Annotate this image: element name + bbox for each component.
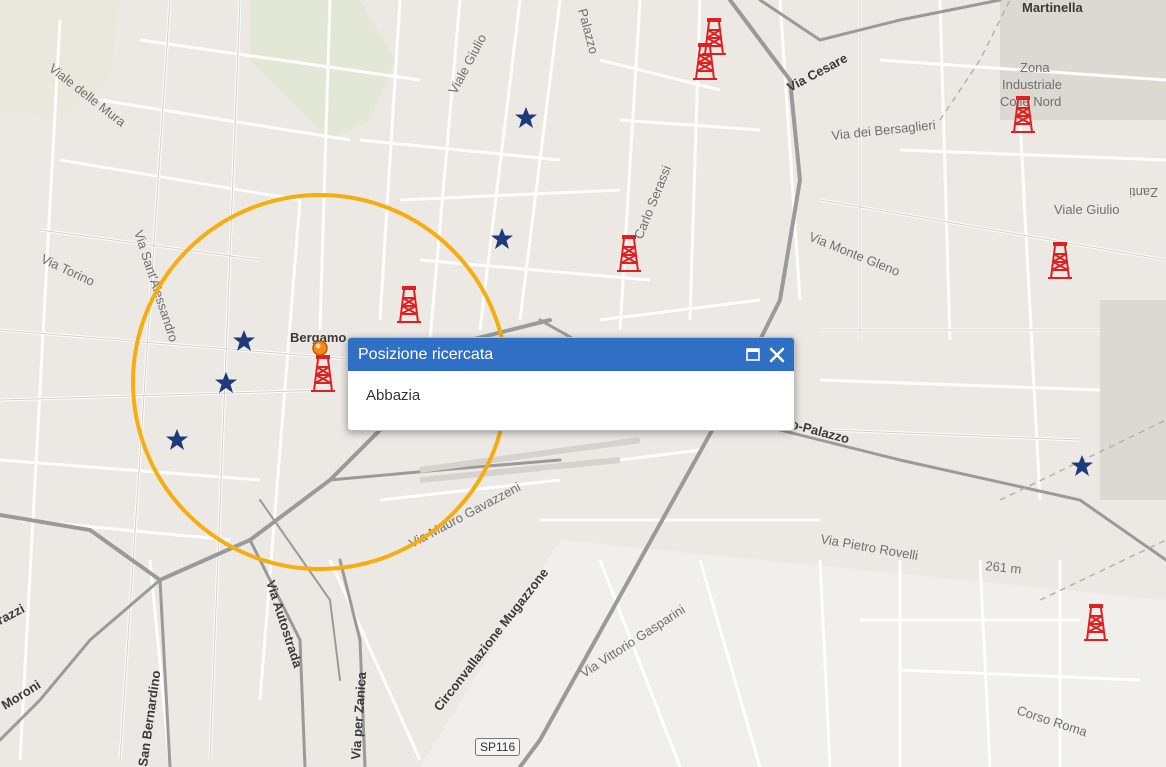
label-via-per-zanica: Via per Zanica (348, 671, 369, 761)
label-zona-industriale-2: Industriale (1002, 77, 1062, 92)
maximize-icon[interactable] (744, 346, 762, 364)
label-zona-industriale-1: Zona (1020, 60, 1050, 75)
search-result-popup: Posizione ricercata Abbazia (347, 337, 795, 431)
label-viale-giulio-right: Viale Giulio (1054, 202, 1120, 217)
close-icon[interactable] (768, 346, 786, 364)
label-zanti: Zanti (1129, 185, 1158, 200)
popup-title: Posizione ricercata (358, 345, 494, 363)
road-shield-sp116: SP116 (475, 738, 521, 756)
label-zona-industriale-3: Colle Nord (1000, 94, 1061, 109)
popup-header: Posizione ricercata (348, 338, 794, 371)
label-elevation: 261 m (985, 558, 1023, 577)
city-label-bergamo: Bergamo (290, 330, 346, 345)
popup-content: Abbazia (366, 387, 421, 404)
label-martinella: Martinella (1022, 0, 1083, 15)
location-pin-icon[interactable] (312, 340, 328, 356)
